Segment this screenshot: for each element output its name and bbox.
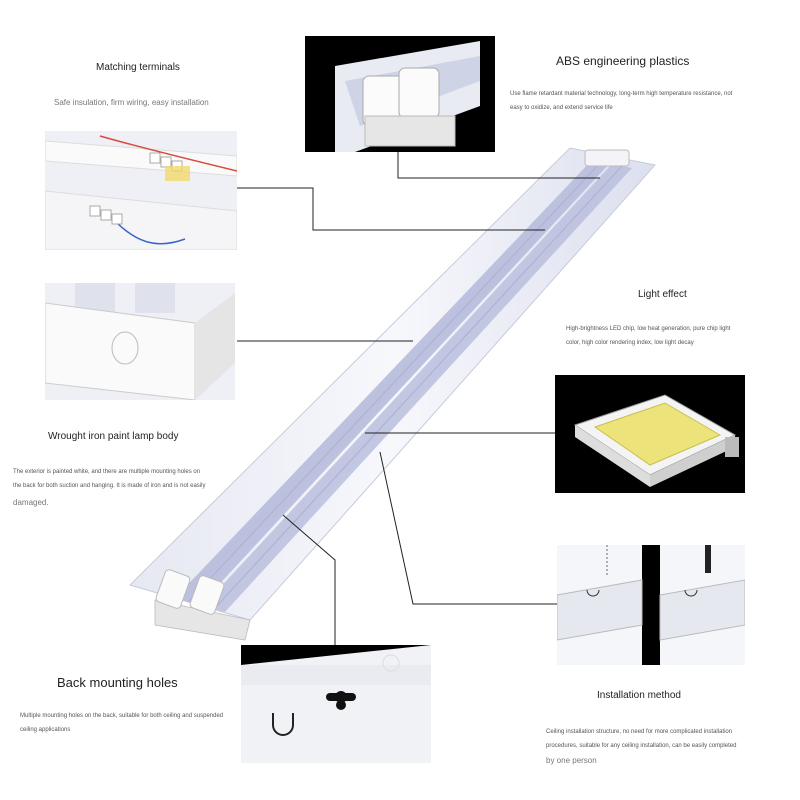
plastics-title: ABS engineering plastics [556,54,690,68]
mounting-holes-photo [241,645,431,763]
terminals-title: Matching terminals [96,62,180,73]
installation-title: Installation method [597,690,681,701]
led-chip-photo [555,375,745,493]
lamp-body-photo [45,283,235,400]
terminals-photo [45,131,237,250]
lamp-body-description-line3: damaged. [13,498,49,507]
installation-description-line2: procedures, suitable for any ceiling ins… [546,743,737,749]
lamp-body-description-line2: the back for both suction and hanging. I… [13,483,206,489]
holes-description-line2: ceiling applications [20,727,71,733]
plastics-description-line1: Use flame retardant material technology,… [510,91,733,97]
lamp-endcap-top [584,149,630,167]
lamp-endcap-bottom-left [155,569,191,609]
installation-description-line1: Ceiling installation structure, no need … [546,729,733,735]
lamp-base [154,599,251,641]
light-title: Light effect [638,289,687,300]
holes-title: Back mounting holes [57,675,178,690]
light-description-line1: High-brightness LED chip, low heat gener… [566,326,731,332]
terminals-description: Safe insulation, firm wiring, easy insta… [54,98,209,107]
holes-description-line1: Multiple mounting holes on the back, sui… [20,713,224,719]
lamp-body-description-line1: The exterior is painted white, and there… [13,469,201,475]
plastics-description-line2: easy to oxidize, and extend service life [510,105,613,111]
light-description-line2: color, high color rendering index, low l… [566,340,694,346]
installation-description-line3: by one person [546,756,597,765]
lamp-body-title: Wrought iron paint lamp body [48,431,179,442]
lamp-tube-left [175,160,610,605]
installation-photo [557,545,745,665]
lamp-endcap-bottom-right [189,575,225,615]
plastics-photo [305,36,495,152]
